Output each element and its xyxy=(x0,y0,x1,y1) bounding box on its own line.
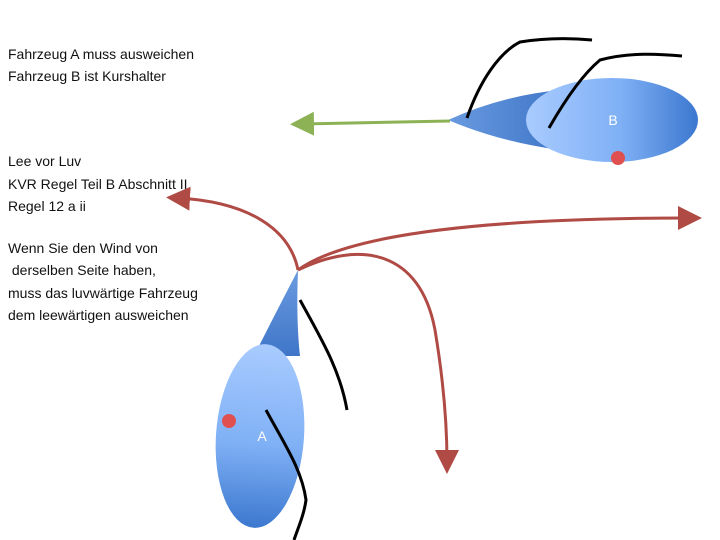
rule-reference: Regel 12 a ii xyxy=(8,198,86,214)
kvr-rule-text: KVR Regel Teil B Abschnitt II xyxy=(8,176,188,192)
boat-b-course-arrow xyxy=(290,111,451,136)
boat-b-hull xyxy=(526,78,698,162)
explanation-line-3: muss das luvwärtige Fahrzeug xyxy=(8,285,198,301)
rule-text-vehicle-a: Fahrzeug A muss ausweichen xyxy=(8,46,194,62)
boat-a-bow xyxy=(254,270,300,356)
boat-a-course-arrow-down xyxy=(297,252,459,474)
boat-b-sail-1 xyxy=(465,37,593,119)
boat-a-course-arrow-left xyxy=(166,186,300,271)
boat-b-sail-2 xyxy=(547,52,683,129)
boat-a-sail-2 xyxy=(264,409,308,540)
boat-a-hull xyxy=(215,344,305,528)
explanation-line-2: derselben Seite haben, xyxy=(8,262,156,278)
boat-a-sail-1 xyxy=(298,299,349,411)
boat-a-course-arrow-right xyxy=(297,206,702,272)
boat-b-label: B xyxy=(608,112,617,128)
boat-a-label: A xyxy=(257,428,267,444)
explanation-line-1: Wenn Sie den Wind von xyxy=(8,240,158,256)
boat-a: A xyxy=(215,270,305,528)
boat-b: B xyxy=(448,78,698,165)
boat-a-marker xyxy=(222,414,236,428)
heading-lee-vor-luv: Lee vor Luv xyxy=(8,153,82,169)
boat-b-marker xyxy=(611,151,625,165)
explanation-line-4: dem leewärtigen ausweichen xyxy=(8,307,189,323)
rule-text-vehicle-b: Fahrzeug B ist Kurshalter xyxy=(8,68,166,84)
